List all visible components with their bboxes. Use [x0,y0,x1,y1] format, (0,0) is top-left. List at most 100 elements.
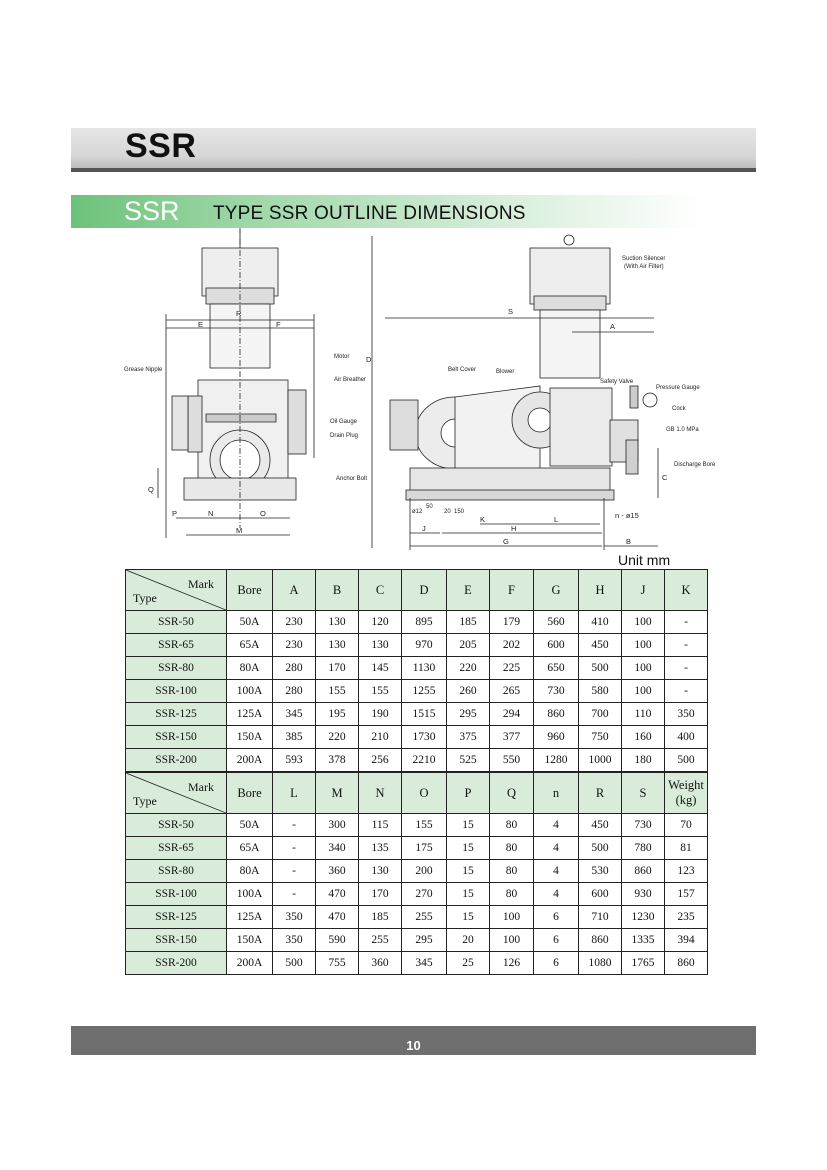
table-cell: 150A [226,725,273,749]
side-view [371,234,659,550]
column-header: M [315,772,359,814]
table-cell: 260 [446,679,490,703]
table-cell: 205 [446,633,490,657]
label-pressure-gauge: Pressure Gauge [656,385,700,391]
table-cell: 650 [533,656,579,680]
section-code: SSR [124,196,180,226]
table-cell: 80 [489,859,534,883]
table-cell: 185 [358,905,402,929]
section-title: TYPE SSR OUTLINE DIMENSIONS [213,203,526,224]
front-view [157,228,315,538]
table-cell: 593 [272,748,316,772]
table-cell: 123 [664,859,708,883]
table-cell: 200A [226,748,273,772]
table-cell: 470 [315,882,359,906]
table-cell: 255 [358,928,402,952]
label-safety-valve: Safety Valve [600,379,634,385]
table-cell: 115 [358,813,402,837]
table-cell: 500 [578,836,622,860]
table-cell: 385 [272,725,316,749]
table-cell: 410 [578,610,622,634]
page-title: SSR [125,127,197,165]
corner-cell: Mark Type [125,569,227,611]
column-header: D [401,569,447,611]
table-cell: 1230 [621,905,665,929]
table-cell: 155 [315,679,359,703]
table-cell: 235 [664,905,708,929]
table-cell: 220 [315,725,359,749]
table-cell: 755 [315,951,359,975]
table-cell: - [272,859,316,883]
table-cell: 125A [226,702,273,726]
table-cell: 200 [401,859,447,883]
table-cell: 80A [226,859,273,883]
row-type-cell: SSR-150 [125,928,227,952]
table-cell: 6 [533,951,579,975]
table-cell: 81 [664,836,708,860]
table-cell: 120 [358,610,402,634]
table-cell: - [664,656,708,680]
column-header: G [533,569,579,611]
label-discharge-bore: Discharge Bore [674,462,716,468]
column-header: R [578,772,622,814]
table-cell: 730 [533,679,579,703]
row-type-cell: SSR-50 [125,813,227,837]
column-header: L [272,772,316,814]
label-with-air-filter: (With Air Filter) [624,264,664,270]
table-cell: 970 [401,633,447,657]
dim-d12: ø12 [412,509,423,515]
dim-f: F [276,320,281,329]
table-cell: 6 [533,928,579,952]
label-air-breather: Air Breather [334,377,366,383]
table-header-row: Mark Type Bore A B C D E F G H J K [125,569,708,611]
table-cell: 710 [578,905,622,929]
table-cell: 525 [446,748,490,772]
table-cell: 175 [401,836,447,860]
column-header: Bore [226,772,273,814]
dim-r: R [236,309,242,318]
corner-diagonal [126,773,226,813]
section-band [71,195,701,228]
column-header: E [446,569,490,611]
table-cell: 280 [272,679,316,703]
table-cell: 1730 [401,725,447,749]
table-cell: 470 [315,905,359,929]
table-cell: 230 [272,633,316,657]
table-cell: 100A [226,882,273,906]
table-cell: 860 [664,951,708,975]
table-cell: 100 [621,656,665,680]
column-header: P [446,772,490,814]
page-number: 10 [406,1038,421,1053]
corner-type: Type [133,794,157,808]
table-cell: 15 [446,859,490,883]
table-cell: 100 [489,905,534,929]
table-cell: 1130 [401,656,447,680]
column-header: Weight (kg) [664,772,708,814]
table-cell: 160 [621,725,665,749]
table-cell: 200A [226,951,273,975]
table-cell: 450 [578,633,622,657]
table-cell: 70 [664,813,708,837]
footer-band [71,1026,756,1055]
dim-d150: 150 [454,509,465,515]
table-cell: 377 [489,725,534,749]
corner-mark: Mark [188,577,214,591]
table-cell: 345 [272,702,316,726]
table-cell: 895 [401,610,447,634]
table-cell: 860 [533,702,579,726]
table-cell: 860 [578,928,622,952]
table-cell: 80 [489,836,534,860]
table-cell: 378 [315,748,359,772]
dimensions-table-2: Mark Type Bore L M N O P Q n R S Weight … [125,772,708,975]
table-cell: 1765 [621,951,665,975]
table-cell: 270 [401,882,447,906]
